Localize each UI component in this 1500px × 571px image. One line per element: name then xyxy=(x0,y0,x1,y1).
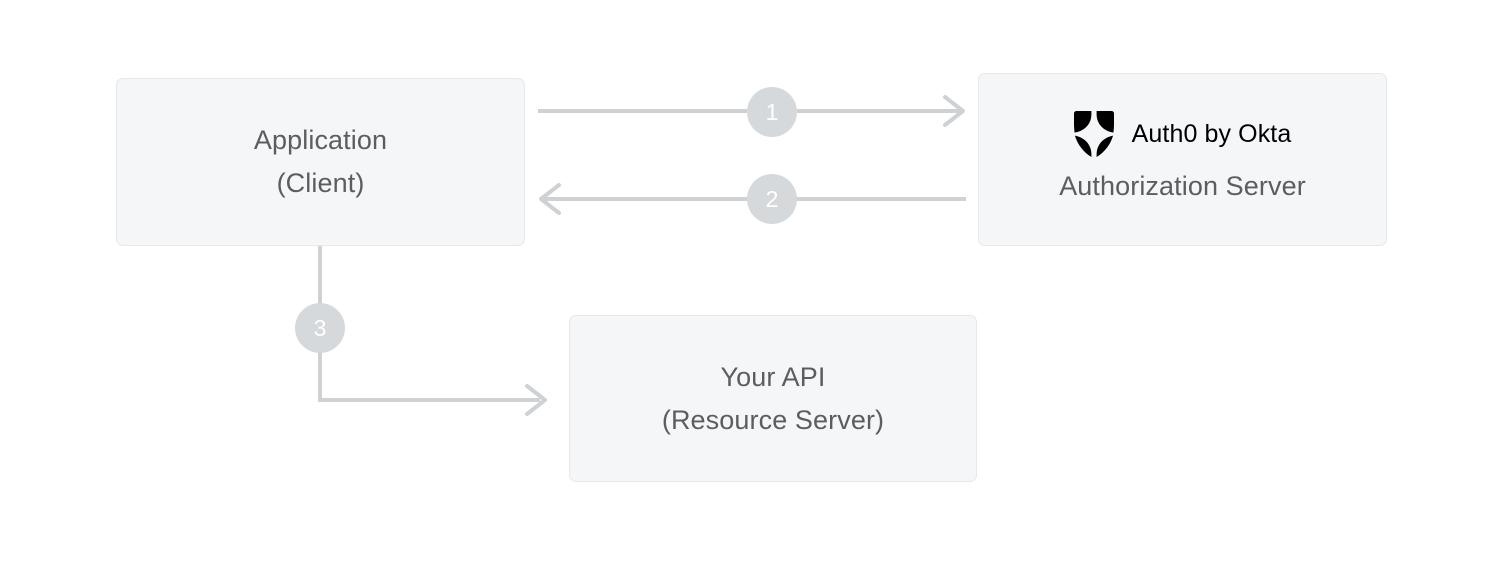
arrowhead-left-step-2 xyxy=(539,183,561,215)
node-application-client[interactable]: Application (Client) xyxy=(116,78,525,246)
application-label-line1: Application xyxy=(253,125,388,155)
authorization-server-label: Authorization Server xyxy=(1059,171,1306,201)
your-api-label-line1: Your API xyxy=(720,361,826,392)
connector-line-step-3 xyxy=(318,244,540,402)
step-badge-1: 1 xyxy=(747,87,797,137)
arrowhead-right-step-1 xyxy=(943,95,965,127)
auth0-shield-icon xyxy=(1073,111,1114,157)
node-authorization-server[interactable]: Auth0 by Okta Authorization Server xyxy=(978,73,1387,246)
auth0-brand-name: Auth0 by Okta xyxy=(1131,120,1292,148)
application-label-line2: (Client) xyxy=(276,168,365,198)
node-your-api-resource-server[interactable]: Your API (Resource Server) xyxy=(569,315,977,482)
step-badge-2: 2 xyxy=(747,174,797,224)
arrowhead-right-step-3 xyxy=(525,384,547,416)
auth0-brand-lockup: Auth0 by Okta xyxy=(1073,111,1292,157)
step-badge-3: 3 xyxy=(295,303,345,353)
your-api-label-line2: (Resource Server) xyxy=(661,404,885,435)
